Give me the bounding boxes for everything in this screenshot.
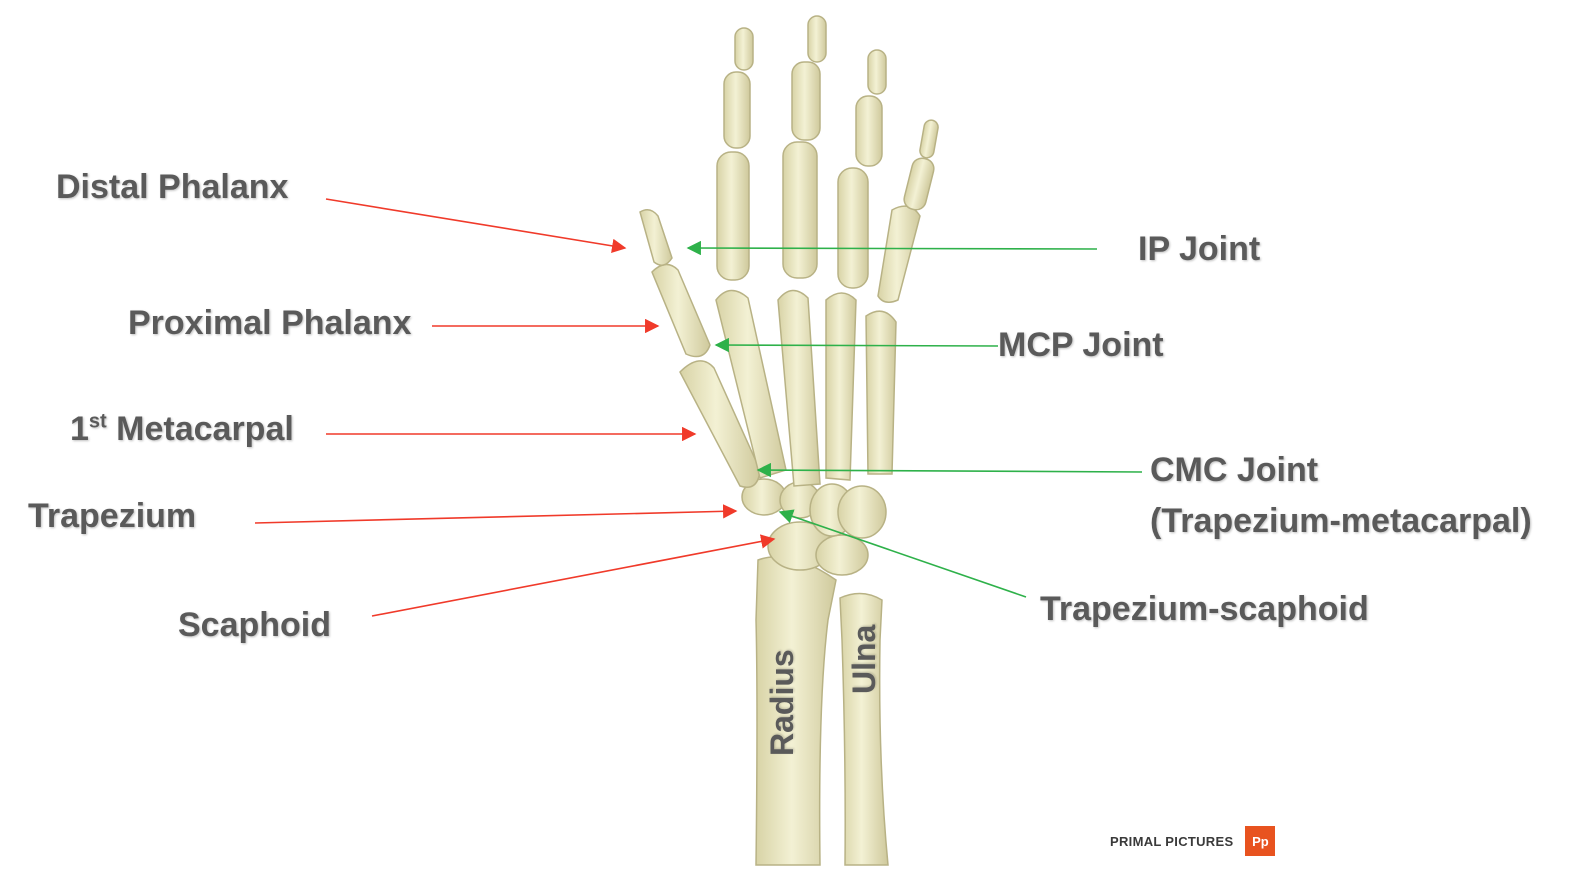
middle-metacarpal-bone: [777, 289, 821, 487]
ring-proximal-phalanx-bone: [837, 167, 869, 289]
trapezium-scaphoid-label: Trapezium-scaphoid: [1040, 590, 1369, 628]
brand-logo-icon: Pp: [1245, 826, 1276, 856]
red-arrows: [254, 198, 776, 617]
index-metacarpal-bone: [715, 289, 787, 479]
first-metacarpal-number: 1: [70, 410, 89, 448]
cmc-joint-label: CMC Joint: [1150, 451, 1319, 489]
mcp-joint-arrow: [714, 337, 999, 353]
ring-distal-phalanx-bone: [867, 49, 887, 95]
cmc-joint-arrow: [756, 462, 1143, 478]
distal-phalanx-arrow: [325, 198, 627, 254]
index-middle-phalanx-bone: [723, 71, 751, 149]
little-proximal-phalanx-bone: [877, 205, 921, 303]
trapezium-arrow: [254, 504, 738, 524]
cmc-joint-sublabel: (Trapezium-metacarpal): [1150, 502, 1532, 540]
thumb-proximal-phalanx-bone: [651, 263, 711, 358]
little-middle-phalanx-bone: [903, 157, 935, 211]
scaphoid-arrow: [371, 534, 776, 617]
proximal-phalanx-label: Proximal Phalanx: [128, 304, 412, 342]
middle-middle-phalanx-bone: [791, 61, 821, 141]
ring-metacarpal-bone: [825, 292, 857, 481]
hamate-bone: [837, 485, 887, 539]
little-distal-phalanx-bone: [919, 119, 939, 159]
index-proximal-phalanx-bone: [716, 151, 750, 281]
ulna-label: Ulna: [846, 624, 882, 694]
middle-proximal-phalanx-bone: [782, 141, 818, 279]
trapezium-label: Trapezium: [28, 497, 197, 535]
first-metacarpal-label: 1st Metacarpal: [70, 410, 294, 449]
green-arrows: [686, 240, 1143, 598]
first-metacarpal-ordinal: st: [88, 410, 107, 433]
ip-joint-arrow: [686, 240, 1098, 256]
bones: [639, 15, 939, 866]
thumb-distal-phalanx-bone: [639, 209, 673, 266]
brand-text: PRIMAL PICTURES: [1110, 833, 1234, 849]
first-metacarpal-text: Metacarpal: [116, 410, 294, 448]
index-distal-phalanx-bone: [734, 27, 754, 71]
ulna-bone: [839, 592, 889, 866]
ip-joint-label: IP Joint: [1138, 230, 1261, 268]
trapezium-scaphoid-arrow: [778, 509, 1027, 598]
lunate-bone: [815, 534, 869, 576]
radius-label: Radius: [764, 649, 800, 756]
distal-phalanx-label: Distal Phalanx: [56, 168, 289, 206]
primal-pictures-brand: PRIMAL PICTURES Pp: [1110, 826, 1276, 856]
scaphoid-label: Scaphoid: [178, 606, 332, 644]
mcp-joint-label: MCP Joint: [998, 326, 1164, 364]
ring-middle-phalanx-bone: [855, 95, 883, 167]
little-metacarpal-bone: [865, 310, 897, 475]
middle-distal-phalanx-bone: [807, 15, 827, 63]
